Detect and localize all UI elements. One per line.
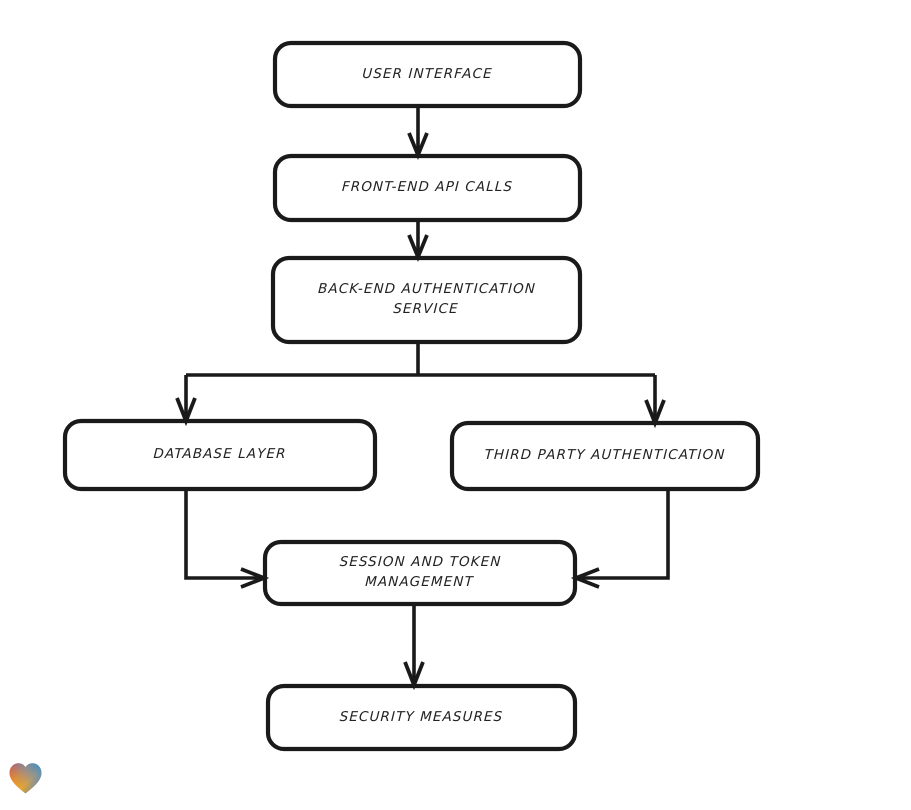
node-user-interface[interactable] [272, 40, 583, 109]
node-security-measures[interactable] [265, 683, 578, 752]
node-session-and-token-management[interactable] [262, 539, 578, 607]
edge-database-to-session [184, 489, 270, 589]
node-back-end-authentication-service[interactable] [270, 255, 583, 345]
node-front-end-api-calls[interactable] [272, 153, 583, 223]
edge-backend-to-database [175, 375, 197, 427]
heart-icon [9, 763, 42, 794]
node-shapes [62, 40, 761, 752]
node-third-party-authentication[interactable] [449, 420, 761, 492]
edge-backend-to-branch-bus [186, 342, 655, 377]
edge-ui-to-api [407, 106, 429, 161]
edge-thirdparty-to-session [570, 489, 670, 589]
edge-backend-to-thirdparty [644, 375, 666, 429]
node-database-layer[interactable] [62, 418, 378, 492]
edge-session-to-security [403, 604, 425, 691]
edge-api-to-backend [407, 220, 429, 263]
